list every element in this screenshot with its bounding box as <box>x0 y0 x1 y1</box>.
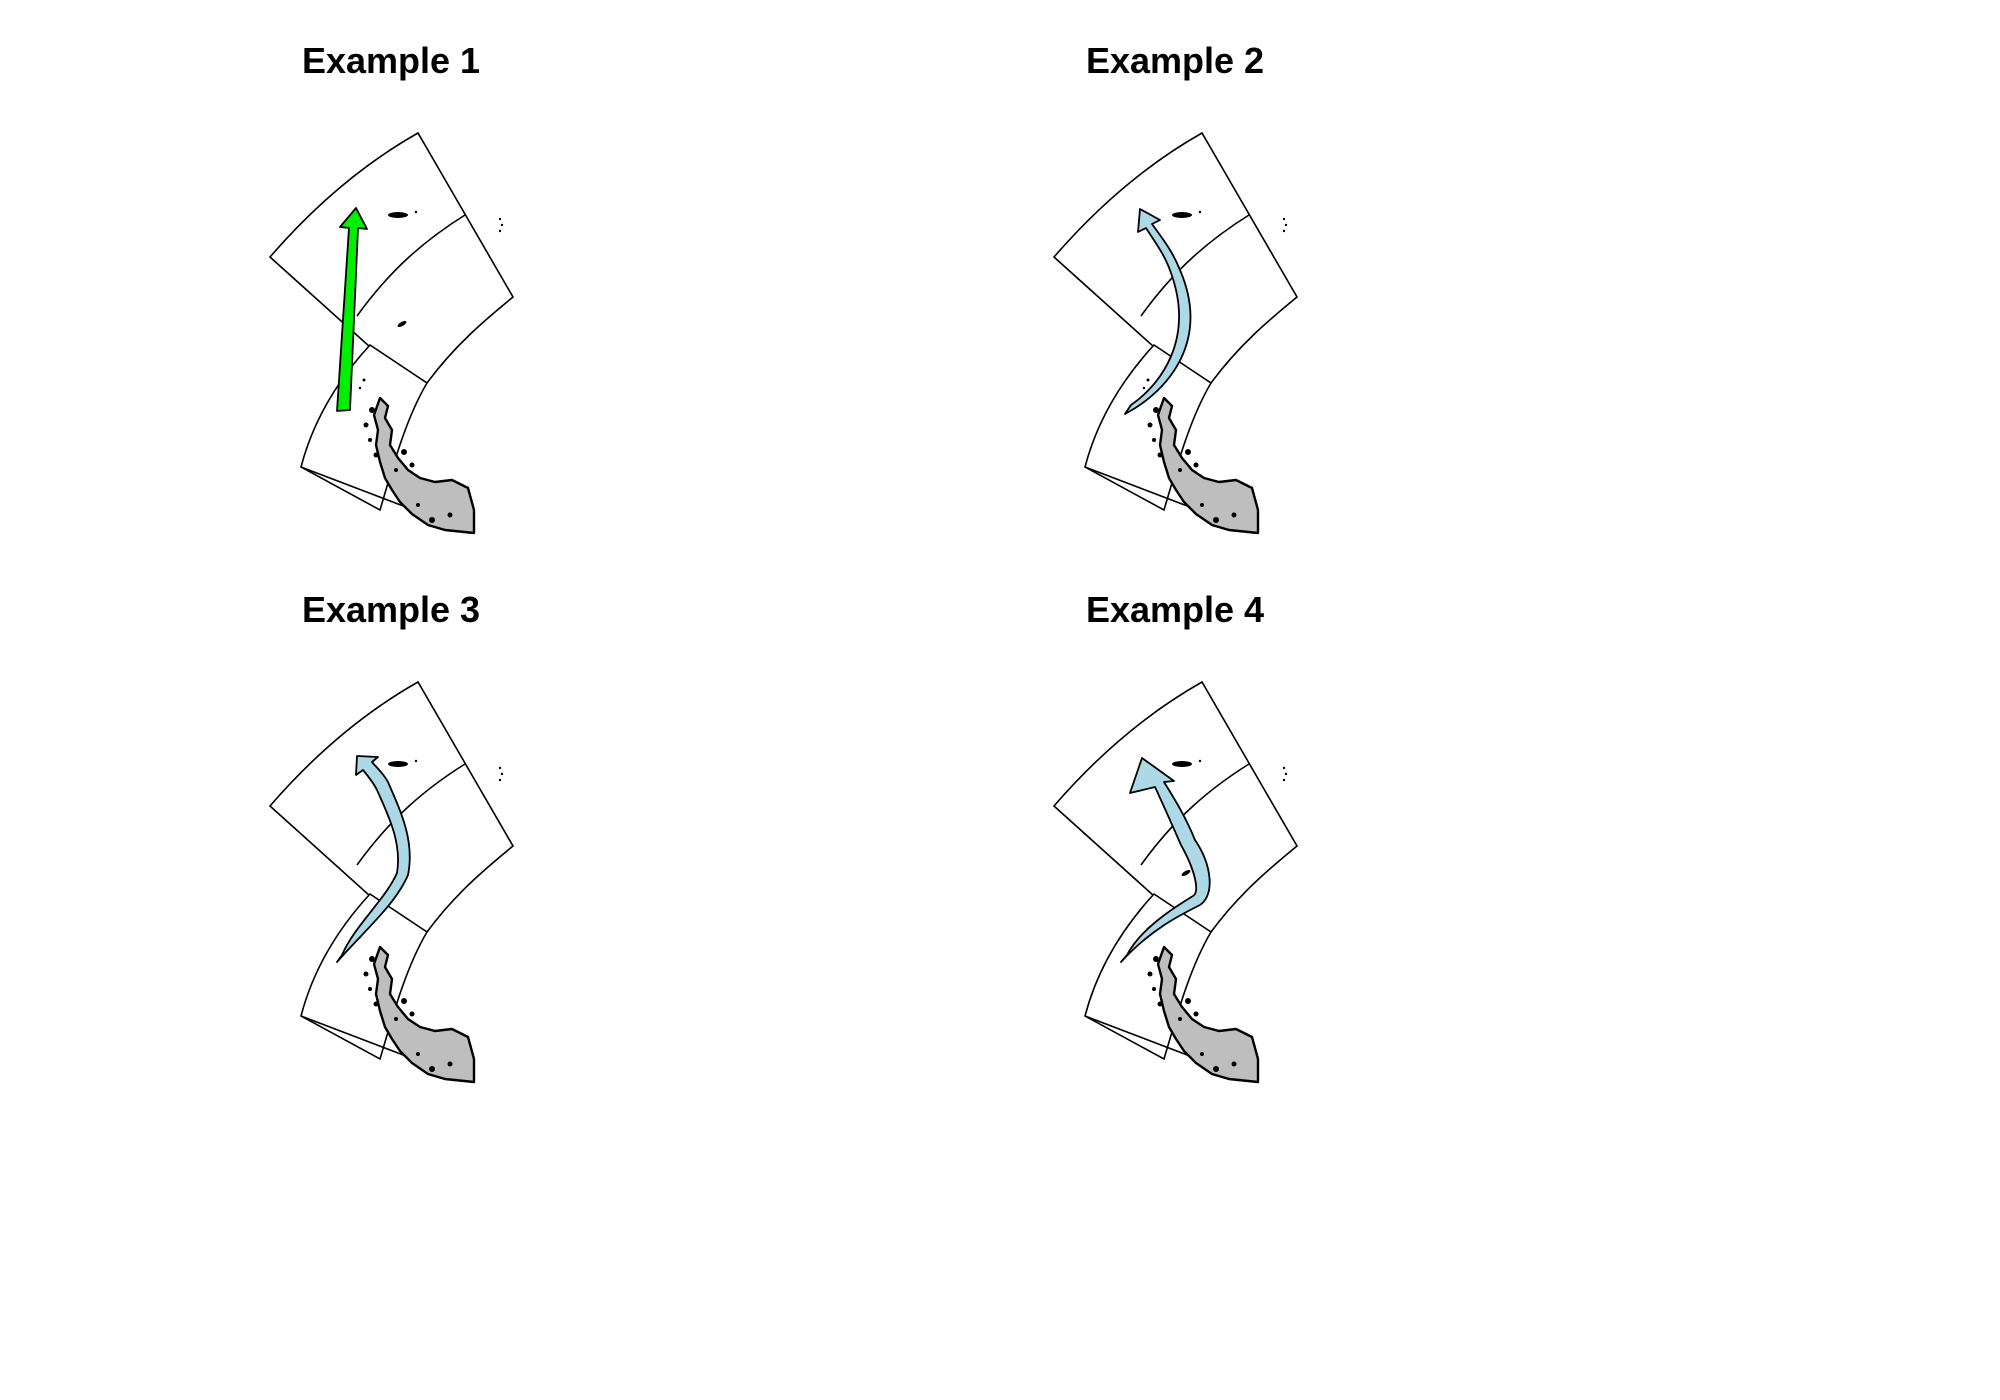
island-marker <box>394 1017 398 1021</box>
south-region-outline <box>1084 892 1213 1061</box>
island-marker <box>1198 759 1202 763</box>
island-marker <box>416 503 420 507</box>
island-marker <box>363 422 369 428</box>
region-divider <box>1140 763 1250 866</box>
map-panel-4: Example 4 <box>784 549 1566 1101</box>
landmass-mainland <box>1156 945 1260 1084</box>
island-marker <box>1282 229 1286 233</box>
island-marker <box>1147 971 1153 977</box>
island-marker <box>1152 987 1156 991</box>
island-marker <box>1231 512 1237 518</box>
island-marker <box>373 452 379 458</box>
region-divider <box>356 214 466 317</box>
flow-arrow <box>1124 208 1192 415</box>
panel-title: Example 1 <box>301 40 481 81</box>
island-marker <box>358 386 362 390</box>
island-marker <box>394 468 398 472</box>
island-marker <box>500 772 504 776</box>
island-marker <box>401 998 407 1004</box>
island-marker <box>368 438 372 442</box>
map-panel-1: Example 1 <box>0 0 782 552</box>
island-marker <box>414 210 418 214</box>
panel-title: Example 4 <box>1085 589 1265 630</box>
island-marker <box>1185 449 1191 455</box>
island-marker <box>1231 1061 1237 1067</box>
island-marker <box>498 766 502 770</box>
island-marker <box>498 778 502 782</box>
flow-arrow <box>336 207 368 412</box>
island-marker <box>1153 956 1159 962</box>
island-marker <box>388 761 408 767</box>
island-marker <box>1153 407 1159 413</box>
island-marker <box>429 1066 435 1072</box>
island-marker <box>1213 517 1219 523</box>
landmass-peninsula <box>1142 927 1260 1084</box>
region-divider <box>356 763 466 866</box>
island-marker <box>1172 212 1192 218</box>
island-marker <box>397 320 407 328</box>
island-marker <box>409 462 415 468</box>
island-marker <box>1185 998 1191 1004</box>
island-marker <box>1284 223 1288 227</box>
south-region-outline <box>300 892 429 1061</box>
island-marker <box>429 517 435 523</box>
map-canvas <box>268 680 515 1084</box>
flow-arrow <box>336 755 411 963</box>
landmass-mainland <box>372 396 476 535</box>
flow-arrow <box>1120 757 1211 963</box>
island-marker <box>416 1052 420 1056</box>
island-marker <box>500 223 504 227</box>
island-marker <box>409 1011 415 1017</box>
island-marker <box>1200 503 1204 507</box>
landmass-peninsula <box>358 927 476 1084</box>
south-region-outline <box>1084 343 1213 512</box>
island-marker <box>1172 761 1192 767</box>
island-marker <box>1152 438 1156 442</box>
island-marker <box>447 512 453 518</box>
map-canvas <box>268 131 515 535</box>
island-marker <box>369 956 375 962</box>
island-marker <box>1213 1066 1219 1072</box>
island-marker <box>1146 378 1150 382</box>
panel-title: Example 2 <box>1085 40 1265 81</box>
island-marker <box>1193 1011 1199 1017</box>
panel-title: Example 3 <box>301 589 481 630</box>
landmass-peninsula <box>358 378 476 535</box>
island-marker <box>1282 217 1286 221</box>
landmass-peninsula <box>1142 378 1260 535</box>
north-region-outline <box>268 131 515 385</box>
island-marker <box>388 212 408 218</box>
island-marker <box>1178 468 1182 472</box>
island-marker <box>447 1061 453 1067</box>
island-marker <box>1284 772 1288 776</box>
region-divider <box>1140 214 1250 317</box>
island-marker <box>1147 422 1153 428</box>
island-marker <box>1181 869 1191 877</box>
island-marker <box>373 1001 379 1007</box>
island-marker <box>1142 386 1146 390</box>
map-panel-2: Example 2 <box>784 0 1566 552</box>
island-marker <box>1200 1052 1204 1056</box>
island-marker <box>1178 1017 1182 1021</box>
island-marker <box>369 407 375 413</box>
island-marker <box>401 449 407 455</box>
island-marker <box>498 217 502 221</box>
island-marker <box>498 229 502 233</box>
island-marker <box>363 971 369 977</box>
island-marker <box>362 378 366 382</box>
island-marker <box>1282 766 1286 770</box>
map-canvas <box>1052 680 1299 1084</box>
map-canvas <box>1052 131 1299 535</box>
island-marker <box>1198 210 1202 214</box>
landmass-mainland <box>372 945 476 1084</box>
landmass-mainland <box>1156 396 1260 535</box>
island-marker <box>1157 452 1163 458</box>
map-panel-3: Example 3 <box>0 549 782 1101</box>
island-marker <box>414 759 418 763</box>
island-marker <box>1157 1001 1163 1007</box>
island-marker <box>1193 462 1199 468</box>
island-marker <box>368 987 372 991</box>
island-marker <box>1282 778 1286 782</box>
